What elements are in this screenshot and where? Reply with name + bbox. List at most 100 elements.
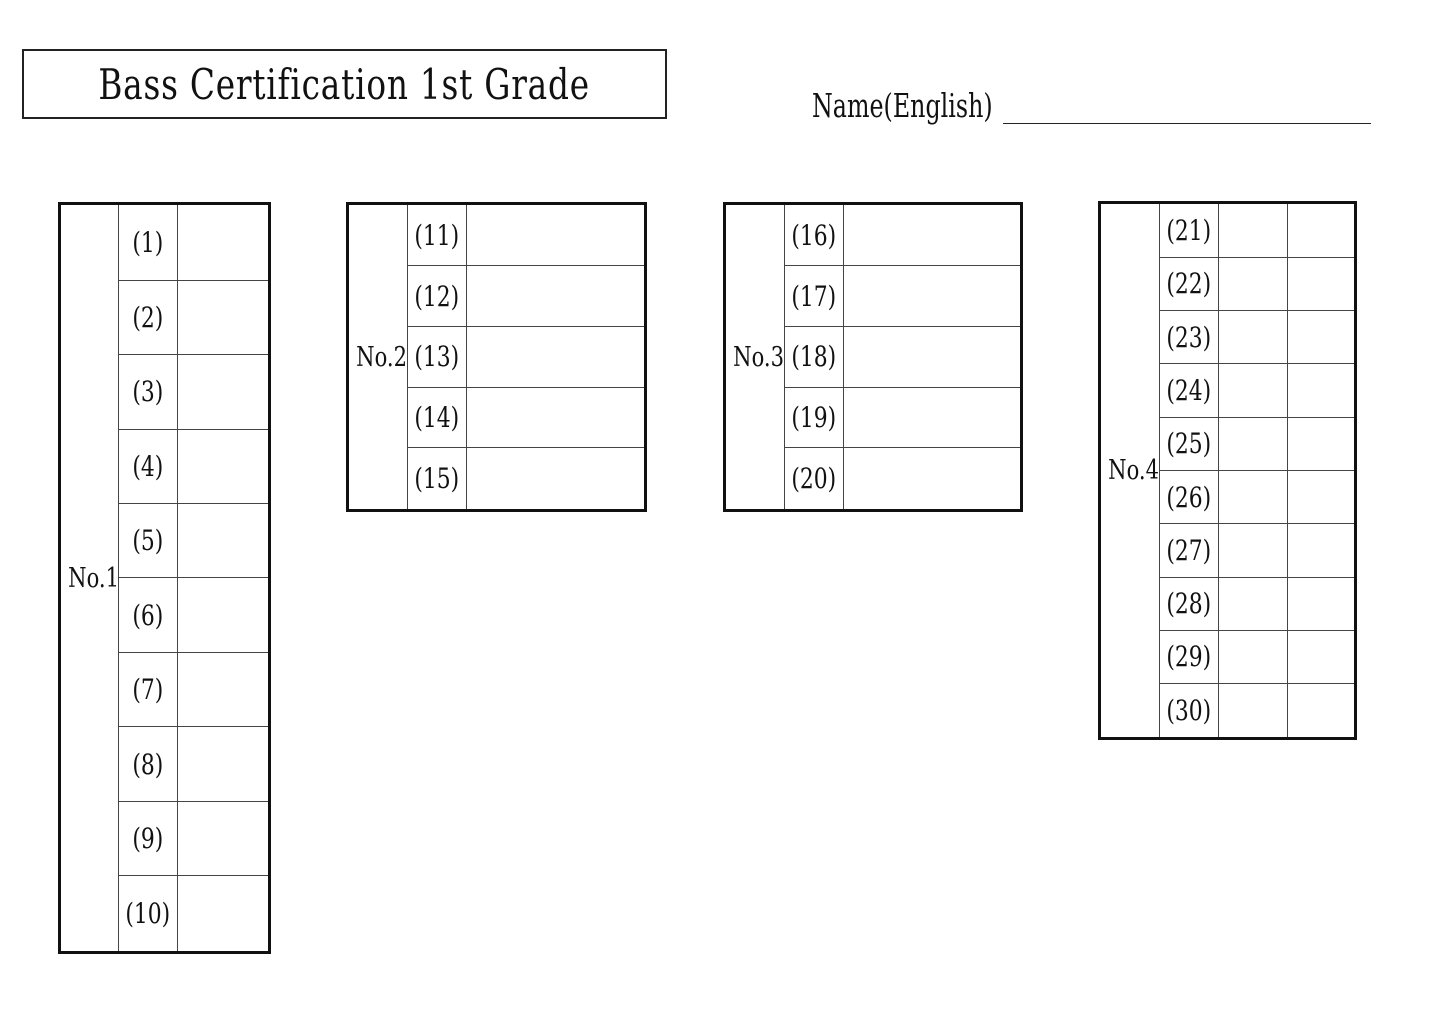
- question-number: (7): [118, 651, 178, 728]
- question-number: (26): [1159, 469, 1219, 525]
- answer-cell[interactable]: [1287, 310, 1356, 365]
- answer-cell[interactable]: [843, 265, 1022, 328]
- question-number-text: (20): [791, 462, 837, 496]
- answer-cell[interactable]: [466, 447, 646, 511]
- answer-cell[interactable]: [1218, 416, 1288, 471]
- question-number-text: (4): [132, 449, 164, 483]
- question-row: (20): [725, 447, 1022, 511]
- question-number: (5): [118, 502, 178, 579]
- question-row: (10): [60, 875, 270, 953]
- question-row: (12): [348, 265, 646, 328]
- question-row: (18): [725, 326, 1022, 388]
- answer-cell[interactable]: [1287, 683, 1356, 739]
- answer-cell[interactable]: [177, 428, 270, 505]
- question-number-text: (15): [414, 462, 460, 496]
- question-number: (11): [407, 202, 467, 267]
- answer-cell[interactable]: [177, 577, 270, 653]
- question-number: (29): [1159, 629, 1219, 685]
- question-number: (22): [1159, 256, 1219, 312]
- question-number-text: (5): [132, 524, 164, 558]
- answer-cell[interactable]: [1287, 629, 1356, 685]
- answer-table-no2: No.2 (11)(12)(13) (14) (15): [346, 202, 647, 512]
- answer-cell[interactable]: [1218, 310, 1288, 365]
- question-number: (21): [1159, 202, 1219, 258]
- page-title: Bass Certification 1st Grade: [98, 59, 591, 109]
- question-number: (14): [407, 386, 467, 449]
- question-number: (30): [1159, 683, 1219, 739]
- answer-cell[interactable]: [466, 386, 646, 449]
- question-number: (6): [118, 577, 178, 653]
- name-label: Name(English): [812, 86, 993, 125]
- question-number-text: (14): [414, 401, 460, 435]
- answer-cell[interactable]: [466, 326, 646, 388]
- answer-cell[interactable]: [177, 875, 270, 953]
- answer-cell[interactable]: [1287, 202, 1356, 258]
- answer-cell[interactable]: [1218, 576, 1288, 631]
- question-number: (17): [784, 265, 844, 328]
- answer-cell[interactable]: [843, 326, 1022, 388]
- question-number-text: (16): [791, 218, 837, 252]
- question-row: (8): [60, 726, 270, 802]
- answer-cell[interactable]: [1218, 683, 1288, 739]
- question-number: (13): [407, 326, 467, 388]
- question-row: (13): [348, 326, 646, 388]
- question-number: (16): [784, 202, 844, 267]
- answer-cell[interactable]: [843, 447, 1022, 511]
- answer-cell[interactable]: [1287, 469, 1356, 525]
- question-number: (3): [118, 354, 178, 430]
- answer-cell[interactable]: [843, 202, 1022, 267]
- section-label-text: No.4: [1108, 455, 1160, 486]
- question-row: (4): [60, 428, 270, 505]
- question-number-text: (6): [132, 598, 164, 632]
- answer-cell[interactable]: [1218, 256, 1288, 312]
- question-number-text: (3): [132, 375, 164, 409]
- answer-cell[interactable]: [1218, 363, 1288, 418]
- section-label-text: No.2: [356, 341, 408, 373]
- question-number-text: (17): [791, 279, 837, 313]
- question-number-text: (25): [1166, 427, 1212, 461]
- answer-cell[interactable]: [1287, 416, 1356, 471]
- question-number-text: (30): [1166, 694, 1212, 728]
- question-row: (17): [725, 265, 1022, 328]
- answer-cell[interactable]: [1287, 523, 1356, 578]
- answer-table-no4: No.4 (21) (22)(23)(24) (25) (26)(27)(28)(29)…: [1098, 201, 1357, 740]
- answer-table-no3: No.3 (16) (17) (18)(19) (20): [723, 202, 1023, 512]
- question-row: (26): [1100, 469, 1356, 525]
- question-row: (24): [1100, 363, 1356, 418]
- question-row: (25): [1100, 416, 1356, 471]
- answer-cell[interactable]: [1218, 469, 1288, 525]
- answer-cell[interactable]: [466, 265, 646, 328]
- question-row: No.2 (11): [347, 202, 646, 511]
- question-number-text: (21): [1166, 213, 1212, 247]
- answer-cell[interactable]: [843, 386, 1022, 449]
- question-number: (23): [1159, 310, 1219, 365]
- answer-cell[interactable]: [177, 800, 270, 877]
- question-number: (27): [1159, 523, 1219, 578]
- name-write-line[interactable]: [1003, 123, 1371, 124]
- question-row: No.3 (16): [724, 202, 1022, 511]
- question-number: (28): [1159, 576, 1219, 631]
- answer-cell[interactable]: [177, 279, 270, 356]
- section-label-text: No.3: [733, 341, 785, 373]
- answer-cell[interactable]: [177, 651, 270, 728]
- answer-cell[interactable]: [1218, 202, 1288, 258]
- answer-cell[interactable]: [177, 502, 270, 579]
- answer-cell[interactable]: [466, 202, 646, 267]
- question-number: (15): [407, 447, 467, 511]
- answer-cell[interactable]: [177, 354, 270, 430]
- answer-cell[interactable]: [177, 726, 270, 802]
- answer-cell[interactable]: [1218, 523, 1288, 578]
- section-label-text: No.1: [68, 562, 119, 594]
- title-box: Bass Certification 1st Grade: [22, 49, 667, 119]
- answer-cell[interactable]: [1287, 576, 1356, 631]
- answer-cell[interactable]: [177, 203, 270, 281]
- answer-cell[interactable]: [1287, 256, 1356, 312]
- answer-cell[interactable]: [1218, 629, 1288, 685]
- answer-cell[interactable]: [1287, 363, 1356, 418]
- section-label: No.4: [1099, 202, 1160, 739]
- question-row: (29): [1100, 629, 1356, 685]
- question-row: (19): [725, 386, 1022, 449]
- question-row: (6): [60, 577, 270, 653]
- question-number: (24): [1159, 363, 1219, 418]
- question-row: (28): [1100, 576, 1356, 631]
